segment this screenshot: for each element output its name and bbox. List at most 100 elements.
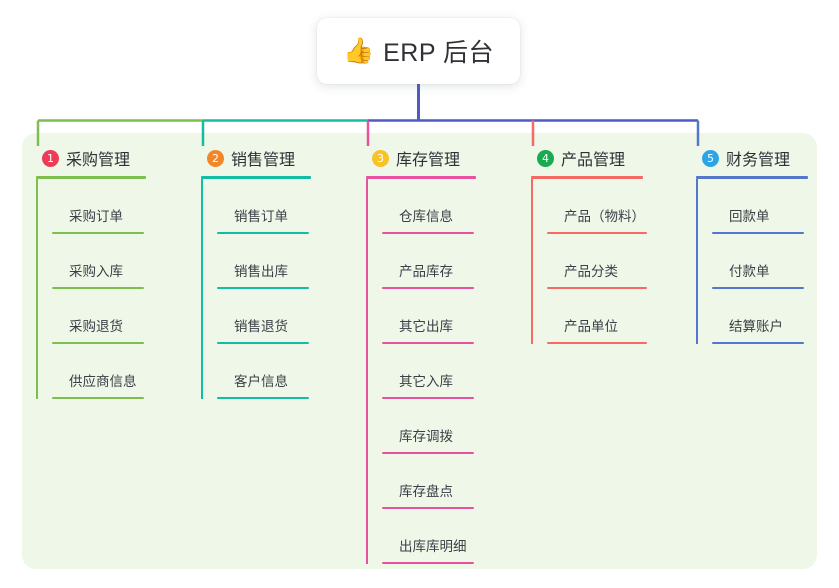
leaf-node-underline (217, 232, 309, 234)
leaf-node-label: 产品库存 (399, 264, 453, 279)
leaf-node-label: 库存调拨 (399, 429, 453, 444)
leaf-node-underline (382, 507, 474, 509)
leaf-node-underline (382, 397, 474, 399)
leaf-node[interactable]: 其它出库 (382, 289, 476, 344)
leaf-node-underline (217, 342, 309, 344)
leaf-node[interactable]: 出库库明细 (382, 509, 476, 564)
column-items: 销售订单销售出库销售退货客户信息 (201, 179, 311, 399)
leaf-node-underline (52, 232, 144, 234)
leaf-node[interactable]: 采购入库 (52, 234, 146, 289)
branch-spine (201, 179, 203, 399)
column-items: 回款单付款单结算账户 (696, 179, 808, 344)
column-2: 2 销售管理销售订单销售出库销售退货客户信息 (201, 146, 311, 399)
column-items: 采购订单采购入库采购退货供应商信息 (36, 179, 146, 399)
column-underline (696, 176, 808, 179)
leaf-node-label: 销售出库 (234, 264, 288, 279)
root-node[interactable]: 👍 ERP 后台 (317, 18, 520, 84)
column-underline (366, 176, 476, 179)
leaf-node-underline (712, 287, 804, 289)
column-title: 销售管理 (231, 152, 296, 169)
column-number-badge: 2 (207, 149, 224, 167)
leaf-node[interactable]: 销售订单 (217, 179, 311, 234)
leaf-node-label: 仓库信息 (399, 209, 453, 224)
leaf-node-label: 客户信息 (234, 374, 288, 389)
branch-spine (36, 179, 38, 399)
leaf-node-label: 销售退货 (234, 319, 288, 334)
column-header-2[interactable]: 2 销售管理 (201, 146, 311, 170)
leaf-node-underline (547, 232, 647, 234)
column-4: 4 产品管理产品（物料） 产品分类产品单位 (531, 146, 647, 344)
leaf-node[interactable]: 销售退货 (217, 289, 311, 344)
leaf-node[interactable]: 库存调拨 (382, 399, 476, 454)
leaf-node-label: 产品（物料） (564, 209, 645, 224)
column-underline (36, 176, 146, 179)
leaf-node-underline (382, 232, 474, 234)
branch-spine (531, 179, 533, 344)
leaf-node[interactable]: 仓库信息 (382, 179, 476, 234)
leaf-node[interactable]: 供应商信息 (52, 344, 146, 399)
column-items: 仓库信息产品库存其它出库其它入库库存调拨库存盘点出库库明细 (366, 179, 476, 564)
branch-spine (366, 179, 368, 564)
column-5: 5 财务管理回款单付款单结算账户 (696, 146, 808, 344)
column-header-1[interactable]: 1 采购管理 (36, 146, 146, 170)
leaf-node-underline (217, 287, 309, 289)
diagram-panel (22, 133, 817, 569)
column-header-5[interactable]: 5 财务管理 (696, 146, 808, 170)
column-number-badge: 1 (42, 149, 59, 167)
column-number-badge: 3 (372, 149, 389, 167)
leaf-node-label: 采购退货 (69, 319, 123, 334)
column-title: 产品管理 (561, 152, 626, 169)
leaf-node-underline (382, 562, 474, 564)
leaf-node[interactable]: 产品库存 (382, 234, 476, 289)
column-3: 3 库存管理仓库信息产品库存其它出库其它入库库存调拨库存盘点出库库明细 (366, 146, 476, 564)
leaf-node-underline (382, 452, 474, 454)
leaf-node[interactable]: 销售出库 (217, 234, 311, 289)
branch-spine (696, 179, 698, 344)
leaf-node[interactable]: 采购退货 (52, 289, 146, 344)
column-items: 产品（物料） 产品分类产品单位 (531, 179, 647, 344)
leaf-node-underline (52, 342, 144, 344)
column-title: 库存管理 (396, 152, 461, 169)
leaf-node[interactable]: 其它入库 (382, 344, 476, 399)
leaf-node-label: 供应商信息 (69, 374, 137, 389)
leaf-node-underline (712, 342, 804, 344)
leaf-node-label: 采购入库 (69, 264, 123, 279)
leaf-node[interactable]: 回款单 (712, 179, 808, 234)
leaf-node-label: 库存盘点 (399, 484, 453, 499)
column-1: 1 采购管理采购订单采购入库采购退货供应商信息 (36, 146, 146, 399)
leaf-node-label: 产品单位 (564, 319, 618, 334)
column-number-badge: 5 (702, 149, 719, 167)
leaf-node-label: 采购订单 (69, 209, 123, 224)
column-underline (531, 176, 643, 179)
leaf-node[interactable]: 采购订单 (52, 179, 146, 234)
leaf-node-underline (217, 397, 309, 399)
leaf-node-underline (547, 287, 647, 289)
leaf-node[interactable]: 结算账户 (712, 289, 808, 344)
column-title: 采购管理 (66, 152, 131, 169)
leaf-node-underline (547, 342, 647, 344)
leaf-node[interactable]: 付款单 (712, 234, 808, 289)
leaf-node-label: 结算账户 (729, 319, 783, 334)
leaf-node[interactable]: 产品单位 (547, 289, 647, 344)
leaf-node-label: 销售订单 (234, 209, 288, 224)
leaf-node-underline (52, 287, 144, 289)
leaf-node-label: 回款单 (729, 209, 770, 224)
leaf-node-label: 其它入库 (399, 374, 453, 389)
leaf-node-underline (712, 232, 804, 234)
column-title: 财务管理 (726, 152, 791, 169)
leaf-node-label: 出库库明细 (399, 539, 467, 554)
leaf-node-underline (52, 397, 144, 399)
leaf-node[interactable]: 库存盘点 (382, 454, 476, 509)
column-number-badge: 4 (537, 149, 554, 167)
leaf-node[interactable]: 产品分类 (547, 234, 647, 289)
thumbs-up-icon: 👍 (342, 36, 375, 65)
leaf-node[interactable]: 客户信息 (217, 344, 311, 399)
column-header-3[interactable]: 3 库存管理 (366, 146, 476, 170)
leaf-node-label: 其它出库 (399, 319, 453, 334)
leaf-node-label: 产品分类 (564, 264, 618, 279)
root-node-label: ERP 后台 (383, 39, 495, 67)
leaf-node-label: 付款单 (729, 264, 770, 279)
leaf-node-underline (382, 342, 474, 344)
column-header-4[interactable]: 4 产品管理 (531, 146, 643, 170)
leaf-node[interactable]: 产品（物料） (547, 179, 647, 234)
